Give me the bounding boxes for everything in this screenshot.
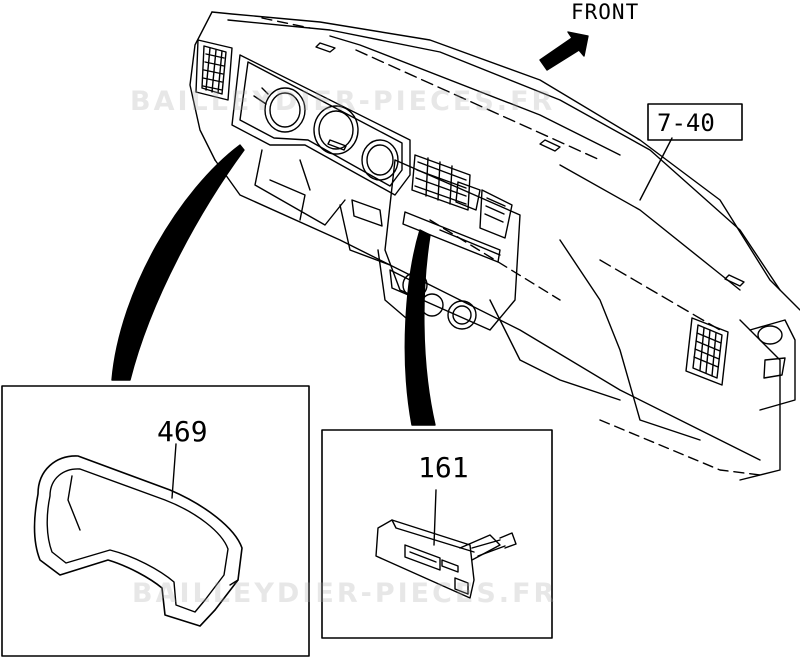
watermark-top: BAILLEYDIER-PIECES.FR	[130, 86, 556, 117]
right-vent	[685, 317, 729, 386]
instrument-cluster	[231, 54, 411, 196]
watermark-bottom: BAILLEYDIER-PIECES.FR	[132, 578, 558, 609]
part-number-469[interactable]: 469	[157, 415, 208, 448]
meter-bezel-drawing	[33, 443, 243, 627]
switch-drawing	[375, 489, 517, 599]
callout-wedge-469	[111, 144, 245, 381]
reference-box	[647, 103, 743, 141]
callout-wedge-161	[404, 229, 436, 426]
dashboard-right-end	[749, 319, 796, 411]
part-number-161[interactable]: 161	[418, 451, 469, 484]
detail-box-161	[321, 429, 553, 639]
reference-label[interactable]: 7-40	[657, 109, 715, 137]
detail-box-469	[1, 385, 310, 657]
front-label: FRONT	[571, 0, 640, 24]
center-console	[351, 154, 521, 331]
front-arrow-icon	[539, 31, 589, 71]
steering-column-area	[254, 149, 391, 266]
left-vent	[195, 39, 233, 101]
dashboard-outline	[189, 11, 800, 481]
reference-leader-line	[639, 137, 673, 201]
